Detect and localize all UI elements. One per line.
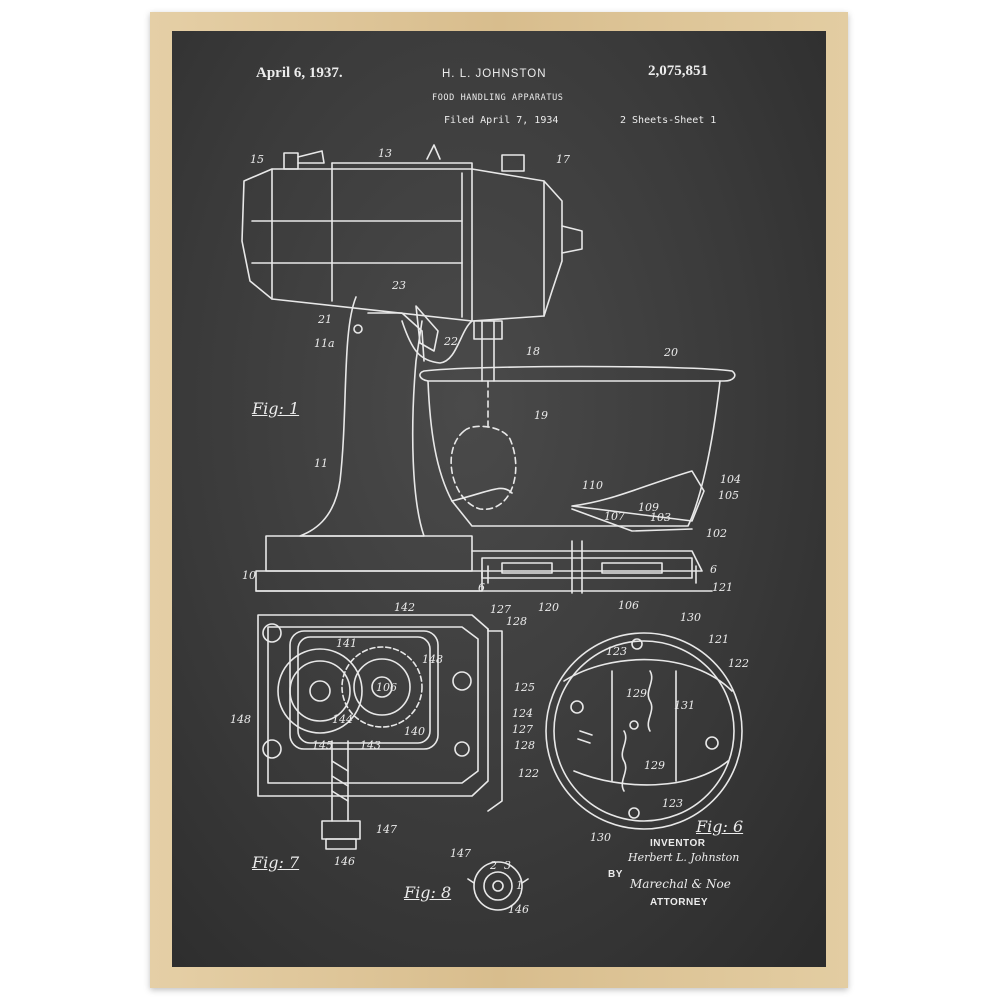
callout: 147 xyxy=(450,847,471,860)
callout: 2 xyxy=(489,859,497,872)
callout: 11 xyxy=(314,457,328,470)
callout: 131 xyxy=(674,699,695,712)
attorney-label: ATTORNEY xyxy=(650,897,709,908)
fig1-callouts: 15 13 17 23 21 11a 22 18 20 19 11 110 10… xyxy=(242,147,741,628)
callout: 129 xyxy=(644,759,665,772)
callout: 127 xyxy=(512,723,533,736)
callout: 10 xyxy=(242,569,256,582)
callout: 109 xyxy=(638,501,659,514)
callout: 130 xyxy=(680,611,701,624)
callout: 122 xyxy=(728,657,749,670)
callout: 121 xyxy=(712,581,733,594)
callout: 124 xyxy=(512,707,533,720)
patent-drawings: 15 13 17 23 21 11a 22 18 20 19 11 110 10… xyxy=(230,144,749,916)
callout: 147 xyxy=(376,823,397,836)
callout: 129 xyxy=(626,687,647,700)
callout: 19 xyxy=(534,409,548,422)
fig1-mixer-drawing xyxy=(241,144,736,594)
callout: 123 xyxy=(662,797,683,810)
callout: 23 xyxy=(391,279,406,292)
callout: 130 xyxy=(590,831,611,844)
callout: 142 xyxy=(394,601,415,614)
callout: 143 xyxy=(360,739,381,752)
callout: 146 xyxy=(334,855,355,868)
fig6-base-plan-drawing xyxy=(545,632,743,830)
callout: 148 xyxy=(230,713,251,726)
callout: 22 xyxy=(443,335,458,348)
callout: 145 xyxy=(312,739,333,752)
callout: 125 xyxy=(514,681,535,694)
callout: 6 xyxy=(478,581,485,594)
inventor-signature: Herbert L. Johnston xyxy=(628,851,740,864)
callout: 123 xyxy=(606,645,627,658)
callout: 105 xyxy=(718,489,739,502)
patent-blueprint: April 6, 1937. H. L. JOHNSTON 2,075,851 … xyxy=(172,31,826,967)
attorney-signature: Marechal & Noe xyxy=(630,877,731,891)
figure-label-7: Fig: 7 xyxy=(252,853,300,872)
figure-label-8: Fig: 8 xyxy=(404,883,452,902)
callout: 20 xyxy=(663,346,678,359)
fig7-callouts: 142 141 148 106 148 144 140 145 143 147 … xyxy=(230,601,443,868)
fig8-callouts: 147 2 3 1 146 xyxy=(450,847,529,916)
callout: 103 xyxy=(650,511,671,524)
callout: 127 xyxy=(490,603,511,616)
fig7-gear-housing-drawing xyxy=(257,614,503,850)
callout: 15 xyxy=(250,153,264,166)
callout: 11a xyxy=(314,337,335,350)
callout: 121 xyxy=(708,633,729,646)
fig8-dial-drawing xyxy=(467,861,529,911)
callout: 18 xyxy=(526,345,540,358)
figure-label-1: Fig: 1 xyxy=(252,399,300,418)
callout: 120 xyxy=(538,601,559,614)
callout: 140 xyxy=(404,725,425,738)
callout: 148 xyxy=(422,653,443,666)
fig6-callouts: 130 121 123 122 125 129 124 131 127 128 … xyxy=(512,611,749,844)
callout: 141 xyxy=(336,637,357,650)
callout: 13 xyxy=(378,147,392,160)
callout: 107 xyxy=(604,510,625,523)
callout: 146 xyxy=(508,903,529,916)
filed-date: Filed April 7, 1934 xyxy=(444,115,559,126)
callout: 102 xyxy=(706,527,727,540)
sheet-count: 2 Sheets-Sheet 1 xyxy=(620,115,717,126)
callout: 106 xyxy=(376,681,397,694)
callout: 128 xyxy=(514,739,535,752)
callout: 128 xyxy=(506,615,527,628)
callout: 144 xyxy=(332,713,353,726)
callout: 6 xyxy=(710,563,717,576)
callout: 3 xyxy=(504,859,511,872)
patent-subject: FOOD HANDLING APPARATUS xyxy=(432,93,564,103)
callout: 104 xyxy=(720,473,741,486)
callout: 106 xyxy=(618,599,639,612)
patent-number: 2,075,851 xyxy=(648,63,708,79)
callout: 110 xyxy=(582,479,603,492)
figure-label-6: Fig: 6 xyxy=(696,817,744,836)
callout: 1 xyxy=(516,879,523,892)
callout: 21 xyxy=(317,313,332,326)
patent-date: April 6, 1937. xyxy=(256,65,343,81)
inventor-label: INVENTOR xyxy=(650,838,706,849)
callout: 17 xyxy=(556,153,570,166)
callout: 122 xyxy=(518,767,539,780)
by-label: BY xyxy=(608,869,623,880)
inventor-name: H. L. JOHNSTON xyxy=(442,68,547,80)
